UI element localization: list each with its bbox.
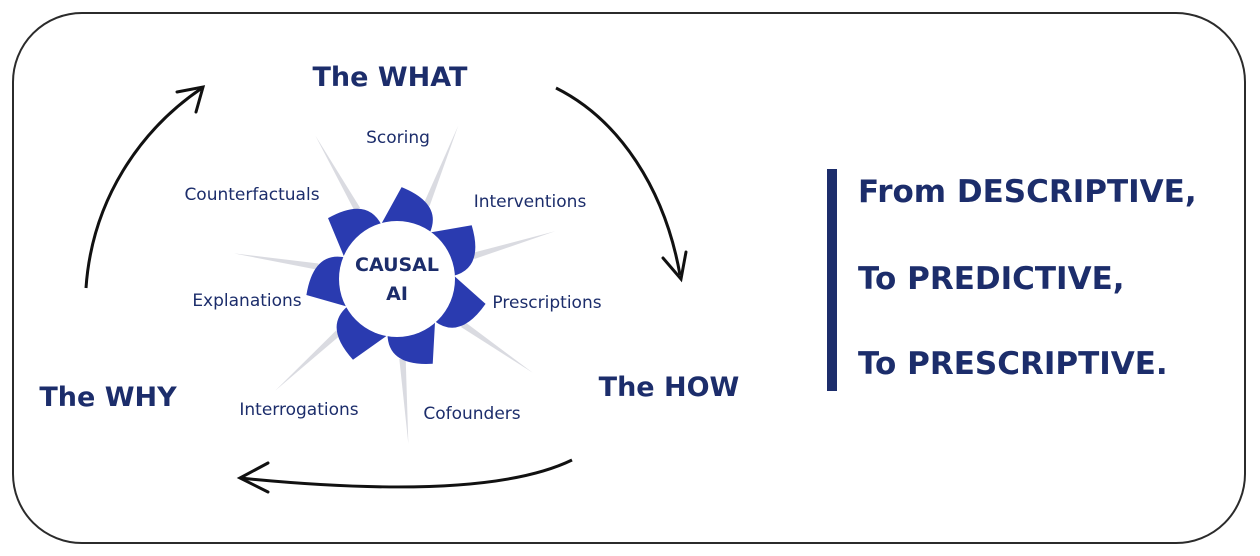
cycle-arrow-how-to-why	[236, 458, 573, 494]
cycle-arrow-what-to-how	[555, 86, 688, 283]
headline-line-descriptive: From DESCRIPTIVE,	[858, 174, 1197, 210]
cycle-arrow-why-to-what	[84, 85, 206, 289]
swirl-blades	[306, 187, 486, 364]
diagram-card	[12, 12, 1246, 544]
swirl-blade	[387, 320, 436, 364]
spoke-ray	[275, 330, 341, 391]
spoke-ray	[460, 321, 533, 373]
spoke-label-interrogations: Interrogations	[239, 400, 358, 420]
spoke-label-cofounders: Cofounders	[423, 404, 520, 424]
spoke-ray	[472, 231, 555, 259]
swirl-blade	[434, 274, 486, 328]
headline-line-prescriptive: To PRESCRIPTIVE.	[858, 346, 1168, 382]
spoke-ray	[399, 358, 409, 444]
spoke-ray	[315, 135, 361, 212]
swirl-blade	[336, 305, 389, 360]
swirl-blade	[306, 256, 349, 308]
headline-accent-bar	[827, 169, 837, 391]
spoke-ray	[423, 125, 459, 206]
spoke-label-scoring: Scoring	[366, 128, 430, 148]
spoke-label-counterfactuals: Counterfactuals	[184, 185, 319, 205]
stage-label-what: The WHAT	[313, 62, 469, 93]
swirl-blade	[428, 225, 476, 277]
stage-label-why: The WHY	[39, 382, 177, 413]
spoke-ray	[233, 253, 319, 270]
spoke-label-interventions: Interventions	[474, 192, 587, 212]
core-label-line1: CAUSAL	[355, 254, 439, 276]
headline-line-predictive: To PREDICTIVE,	[858, 261, 1125, 297]
core-label-line2: AI	[386, 283, 408, 305]
spoke-rays	[233, 125, 555, 444]
swirl-blade	[328, 208, 382, 259]
stage-label-how: The HOW	[599, 372, 740, 403]
spoke-label-prescriptions: Prescriptions	[492, 293, 601, 313]
spoke-label-explanations: Explanations	[192, 291, 301, 311]
core-circle	[339, 221, 455, 337]
